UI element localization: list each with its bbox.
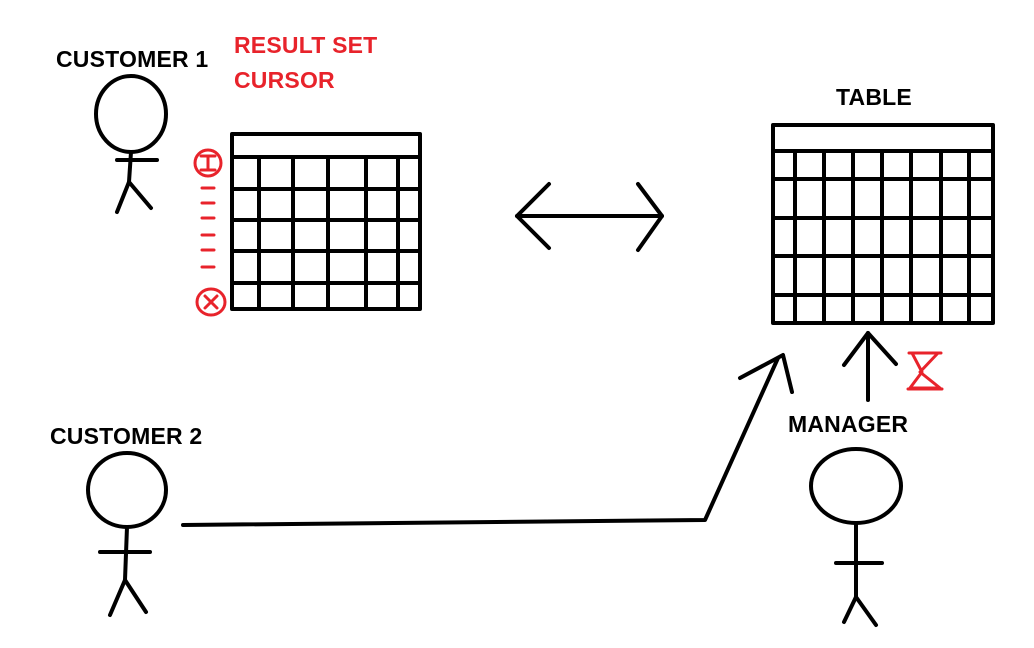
- customer1-figure: [94, 74, 168, 214]
- customer2-arrow: [181, 353, 794, 527]
- manager-figure: [809, 447, 903, 627]
- manager-arrow: [842, 331, 898, 402]
- cursor-label: CURSOR: [234, 67, 335, 93]
- manager-label: MANAGER: [788, 411, 909, 437]
- bidirectional-arrow: [515, 182, 664, 252]
- result-set-label: RESULT SET: [234, 32, 378, 58]
- cursor-end-icon: [195, 287, 227, 317]
- customer2-label: CUSTOMER 2: [50, 423, 203, 449]
- table-grid: [771, 123, 995, 325]
- result-set-grid: [230, 132, 422, 311]
- table-label: TABLE: [836, 84, 912, 110]
- cursor-track: [200, 186, 216, 269]
- hourglass-icon: [906, 351, 944, 391]
- cursor-start-icon: [193, 148, 223, 178]
- customer2-figure: [86, 451, 168, 617]
- customer1-label: CUSTOMER 1: [56, 46, 209, 72]
